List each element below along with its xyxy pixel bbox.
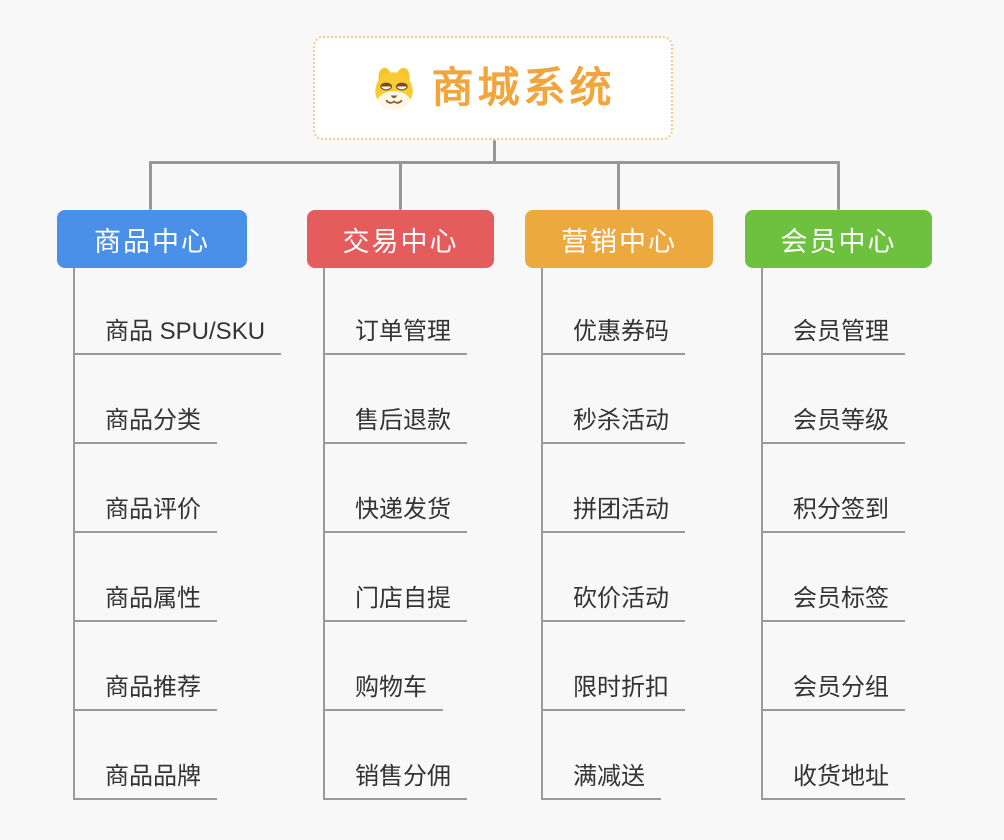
child-label: 秒杀活动: [541, 407, 685, 444]
child-node[interactable]: 商品属性: [57, 533, 281, 622]
branch-node-0[interactable]: 商品中心: [57, 210, 247, 268]
child-label: 限时折扣: [541, 674, 685, 711]
child-node[interactable]: 会员等级: [745, 355, 905, 444]
child-label: 收货地址: [761, 763, 905, 800]
branch-trunk-line: [761, 268, 763, 800]
branch-drop-line: [149, 161, 152, 210]
branch-node-1[interactable]: 交易中心: [307, 210, 494, 268]
branch-node-2[interactable]: 营销中心: [525, 210, 713, 268]
child-node[interactable]: 限时折扣: [525, 622, 685, 711]
child-label: 售后退款: [323, 407, 467, 444]
child-label: 商品分类: [73, 407, 217, 444]
child-node[interactable]: 会员分组: [745, 622, 905, 711]
child-node[interactable]: 积分签到: [745, 444, 905, 533]
child-label: 满减送: [541, 763, 661, 800]
branch-column: 营销中心 优惠券码秒杀活动拼团活动砍价活动限时折扣满减送: [525, 210, 713, 800]
branch-label: 营销中心: [561, 226, 677, 257]
branch-children: 订单管理售后退款快递发货门店自提购物车销售分佣: [307, 268, 467, 800]
child-node[interactable]: 商品推荐: [57, 622, 281, 711]
branch-children: 会员管理会员等级积分签到会员标签会员分组收货地址: [745, 268, 905, 800]
branch-drop-line: [837, 161, 840, 210]
child-label: 销售分佣: [323, 763, 467, 800]
child-node[interactable]: 购物车: [307, 622, 467, 711]
child-label: 会员标签: [761, 585, 905, 622]
child-label: 快递发货: [323, 496, 467, 533]
branch-label: 会员中心: [780, 226, 897, 257]
branch-drop-line: [399, 161, 402, 210]
child-label: 积分签到: [761, 496, 905, 533]
child-label: 订单管理: [323, 318, 467, 355]
child-label: 拼团活动: [541, 496, 685, 533]
child-node[interactable]: 商品评价: [57, 444, 281, 533]
child-node[interactable]: 秒杀活动: [525, 355, 685, 444]
root-stem-line: [493, 140, 496, 163]
child-label: 商品推荐: [73, 674, 217, 711]
branch-drop-line: [617, 161, 620, 210]
branch-trunk-line: [541, 268, 543, 800]
branch-column: 商品中心 商品 SPU/SKU 商品分类商品评价商品属性商品推荐商品品牌: [57, 210, 282, 800]
child-node[interactable]: 砍价活动: [525, 533, 685, 622]
child-label: 商品 SPU/SKU: [73, 318, 282, 355]
root-node-mall-system[interactable]: 商城系统: [313, 36, 673, 140]
child-node[interactable]: 会员管理: [745, 268, 905, 355]
branch-column: 交易中心 订单管理售后退款快递发货门店自提购物车销售分佣: [307, 210, 494, 800]
child-label: 门店自提: [323, 585, 467, 622]
child-node[interactable]: 门店自提: [307, 533, 467, 622]
child-node[interactable]: 订单管理: [307, 268, 467, 355]
child-label: 商品属性: [73, 585, 217, 622]
child-label: 商品品牌: [73, 763, 217, 800]
child-label: 会员管理: [761, 318, 905, 355]
child-node[interactable]: 满减送: [525, 711, 685, 800]
branch-children: 商品 SPU/SKU 商品分类商品评价商品属性商品推荐商品品牌: [57, 268, 282, 800]
root-title: 商城系统: [431, 64, 616, 111]
child-node[interactable]: 收货地址: [745, 711, 905, 800]
dog-face-icon: [375, 67, 414, 110]
child-node[interactable]: 商品品牌: [57, 711, 281, 800]
branch-column: 会员中心 会员管理会员等级积分签到会员标签会员分组收货地址: [745, 210, 932, 800]
child-label: 优惠券码: [541, 318, 685, 355]
child-node[interactable]: 会员标签: [745, 533, 905, 622]
branch-trunk-line: [73, 268, 75, 800]
child-label: 砍价活动: [541, 585, 685, 622]
child-label: 购物车: [323, 674, 443, 711]
branch-children: 优惠券码秒杀活动拼团活动砍价活动限时折扣满减送: [525, 268, 685, 800]
child-node[interactable]: 拼团活动: [525, 444, 685, 533]
branch-trunk-line: [323, 268, 325, 800]
child-node[interactable]: 销售分佣: [307, 711, 467, 800]
horizontal-connector-line: [149, 161, 840, 164]
branch-label: 交易中心: [342, 226, 459, 257]
child-node[interactable]: 售后退款: [307, 355, 467, 444]
child-node[interactable]: 优惠券码: [525, 268, 685, 355]
branch-node-3[interactable]: 会员中心: [745, 210, 932, 268]
child-node[interactable]: 商品分类: [57, 355, 281, 444]
child-label: 会员等级: [761, 407, 905, 444]
child-label: 会员分组: [761, 674, 905, 711]
child-node[interactable]: 商品 SPU/SKU: [57, 268, 282, 355]
child-label: 商品评价: [73, 496, 217, 533]
child-node[interactable]: 快递发货: [307, 444, 467, 533]
branch-label: 商品中心: [94, 226, 210, 257]
